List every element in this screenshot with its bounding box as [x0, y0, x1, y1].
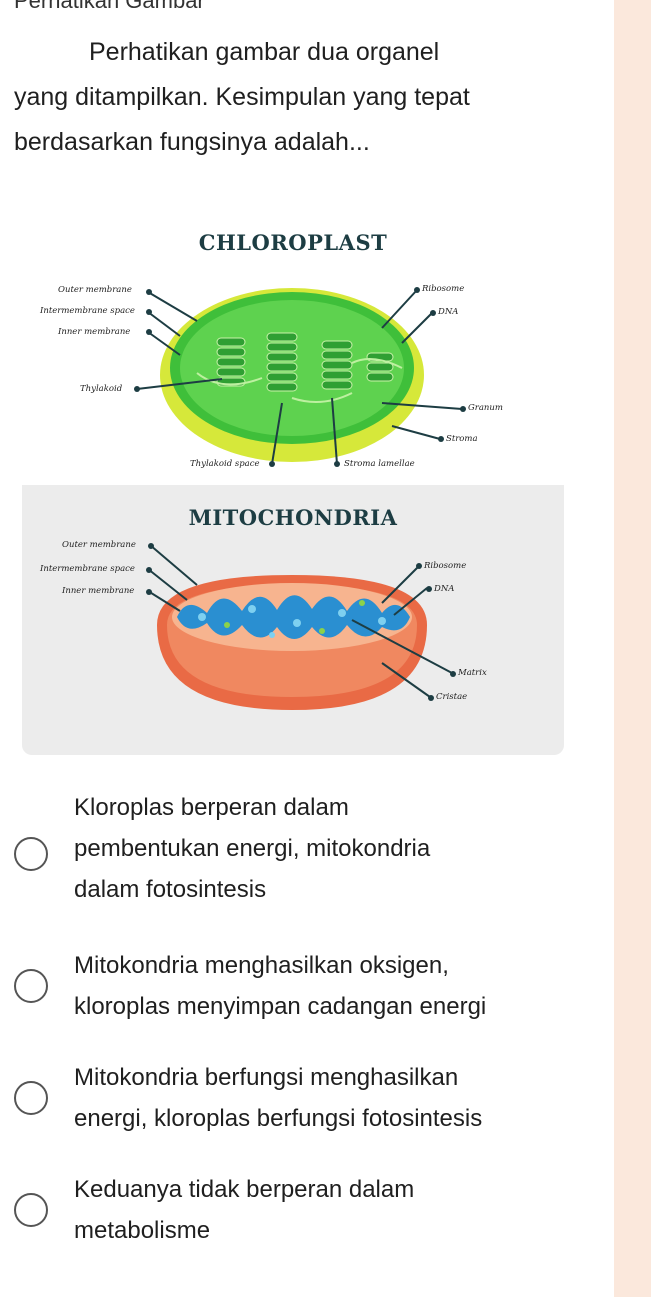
- label-ribosome: Ribosome: [424, 561, 467, 571]
- label-dot: [269, 461, 275, 467]
- label-inner-membrane: Inner membrane: [58, 327, 131, 337]
- label-dot: [334, 461, 340, 467]
- question-text: Perhatikan gambar dua organel yang ditam…: [14, 30, 574, 165]
- label-dot: [146, 289, 152, 295]
- answer-option-d[interactable]: Keduanya tidak berperan dalam metabolism…: [14, 1169, 604, 1279]
- option-text: Mitokondria berfungsi menghasilkan energ…: [74, 1057, 594, 1139]
- option-line: energi, kloroplas berfungsi fotosintesis: [74, 1105, 483, 1132]
- radio-button[interactable]: [14, 1081, 48, 1115]
- option-line: pembentukan energi, mitokondria: [74, 835, 431, 862]
- organelle-figure: CHLOROPLAST: [22, 203, 564, 755]
- answer-option-c[interactable]: Mitokondria berfungsi menghasilkan energ…: [14, 1057, 604, 1167]
- label-granum: Granum: [468, 403, 503, 413]
- label-thylakoid-space: Thylakoid space: [190, 459, 260, 469]
- label-intermembrane-space: Intermembrane space: [40, 306, 135, 316]
- label-outer-membrane: Outer membrane: [62, 540, 136, 550]
- side-panel-strip: [614, 0, 651, 1297]
- option-text: Keduanya tidak berperan dalam metabolism…: [74, 1169, 594, 1251]
- chloroplast-panel: CHLOROPLAST: [22, 203, 564, 485]
- question-line: Perhatikan gambar dua organel: [89, 38, 440, 66]
- radio-button[interactable]: [14, 1193, 48, 1227]
- label-dot: [416, 563, 422, 569]
- mitochondria-illustration: [147, 544, 453, 710]
- option-line: metabolisme: [74, 1217, 211, 1244]
- label-outer-membrane: Outer membrane: [58, 285, 132, 295]
- label-inner-membrane: Inner membrane: [62, 586, 135, 596]
- question-card: Perhatikan Gambar Perhatikan gambar dua …: [14, 0, 604, 1279]
- option-line: Keduanya tidak berperan dalam: [74, 1176, 415, 1203]
- option-line: Kloroplas berperan dalam: [74, 794, 349, 821]
- radio-button[interactable]: [14, 837, 48, 871]
- label-dot: [134, 386, 140, 392]
- option-line: Mitokondria menghasilkan oksigen,: [74, 952, 449, 979]
- question-line: yang ditampilkan. Kesimpulan yang tepat: [14, 83, 470, 111]
- label-thylakoid: Thylakoid: [80, 384, 123, 394]
- label-dot: [146, 589, 152, 595]
- label-dot: [414, 287, 420, 293]
- label-dot: [146, 309, 152, 315]
- option-text: Kloroplas berperan dalam pembentukan ene…: [74, 787, 594, 910]
- label-matrix: Matrix: [458, 668, 487, 678]
- label-ribosome: Ribosome: [422, 284, 465, 294]
- label-dot: [460, 406, 466, 412]
- label-dot: [148, 543, 154, 549]
- mitochondria-title: MITOCHONDRIA: [188, 505, 398, 530]
- chloroplast-illustration: [136, 288, 463, 465]
- label-cristae: Cristae: [436, 692, 468, 702]
- answer-option-b[interactable]: Mitokondria menghasilkan oksigen, klorop…: [14, 945, 604, 1055]
- radio-button[interactable]: [14, 969, 48, 1003]
- question-header: Perhatikan Gambar: [14, 0, 205, 13]
- label-dot: [438, 436, 444, 442]
- label-dot: [428, 695, 434, 701]
- chloroplast-title: CHLOROPLAST: [198, 230, 388, 255]
- label-dna: DNA: [434, 584, 455, 594]
- label-dot: [430, 310, 436, 316]
- label-dot: [426, 586, 432, 592]
- answer-option-a[interactable]: Kloroplas berperan dalam pembentukan ene…: [14, 787, 604, 903]
- option-line: kloroplas menyimpan cadangan energi: [74, 993, 487, 1020]
- label-intermembrane-space: Intermembrane space: [40, 564, 135, 574]
- label-dot: [450, 671, 456, 677]
- label-dna: DNA: [438, 307, 459, 317]
- label-dot: [146, 567, 152, 573]
- option-line: dalam fotosintesis: [74, 876, 267, 903]
- mitochondria-panel: MITOCHONDRIA: [22, 485, 564, 755]
- option-text: Mitokondria menghasilkan oksigen, klorop…: [74, 945, 594, 1027]
- label-dot: [146, 329, 152, 335]
- option-line: Mitokondria berfungsi menghasilkan: [74, 1064, 459, 1091]
- label-stroma: Stroma: [446, 434, 478, 444]
- label-stroma-lamellae: Stroma lamellae: [344, 459, 415, 469]
- question-line: berdasarkan fungsinya adalah...: [14, 128, 370, 156]
